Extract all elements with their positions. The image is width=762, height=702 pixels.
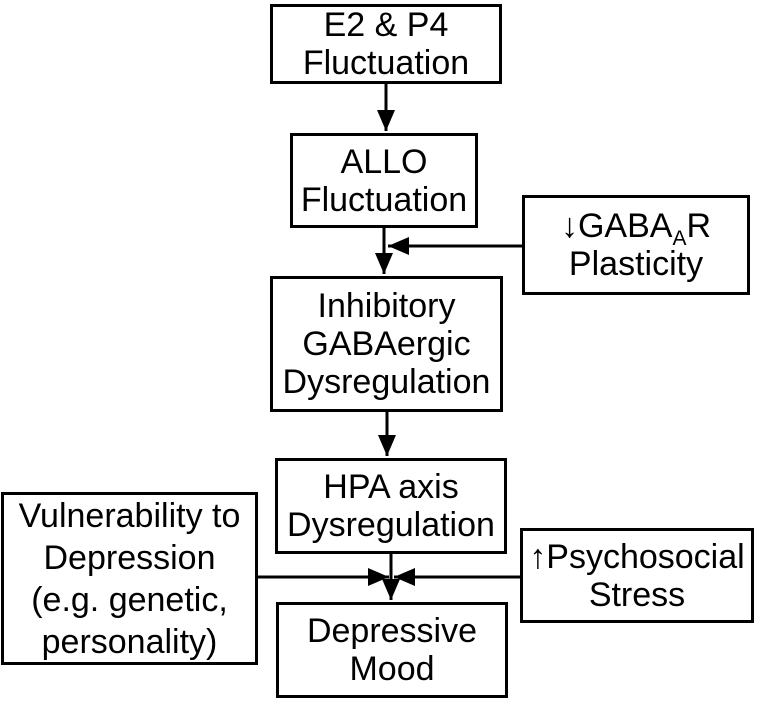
box-line: HPA axis [323, 468, 459, 506]
box-allo-fluctuation: ALLO Fluctuation [290, 133, 478, 228]
box-line: Vulnerability to [18, 496, 241, 535]
box-line: ALLO [340, 142, 428, 181]
box-gabaar-plasticity: ↓GABAAR Plasticity [522, 195, 750, 295]
box-e2-p4-fluctuation: E2 & P4 Fluctuation [270, 4, 502, 84]
box-line: Depression [43, 538, 216, 577]
box-line: Fluctuation [302, 44, 470, 82]
box-line: Dysregulation [287, 506, 495, 544]
box-line: Dysregulation [282, 363, 491, 401]
box-line: (e.g. genetic, [31, 580, 228, 619]
box-line: Stress [588, 575, 686, 614]
box-line: Mood [349, 650, 435, 688]
box-line: ↑Psychosocial [529, 537, 745, 576]
box-line: ↓GABAAR [525, 207, 747, 249]
gabar-prefix: ↓GABA [560, 207, 673, 245]
box-hpa-axis-dysregulation: HPA axis Dysregulation [275, 458, 507, 554]
box-line: Inhibitory [317, 287, 456, 325]
box-line: Plasticity [568, 245, 704, 283]
gabar-suffix: R [686, 207, 712, 245]
box-line: Depressive [306, 612, 478, 650]
box-line: E2 & P4 [323, 6, 449, 44]
box-line: personality) [41, 622, 218, 661]
box-psychosocial-stress: ↑Psychosocial Stress [520, 528, 754, 623]
gabar-subscript: A [672, 227, 687, 250]
box-depressive-mood: Depressive Mood [276, 602, 508, 698]
box-line: Fluctuation [300, 180, 468, 219]
box-line: GABAergic [302, 325, 471, 363]
box-vulnerability-to-depression: Vulnerability to Depression (e.g. geneti… [1, 492, 258, 665]
box-inhibitory-gabaergic-dysregulation: Inhibitory GABAergic Dysregulation [270, 276, 503, 412]
